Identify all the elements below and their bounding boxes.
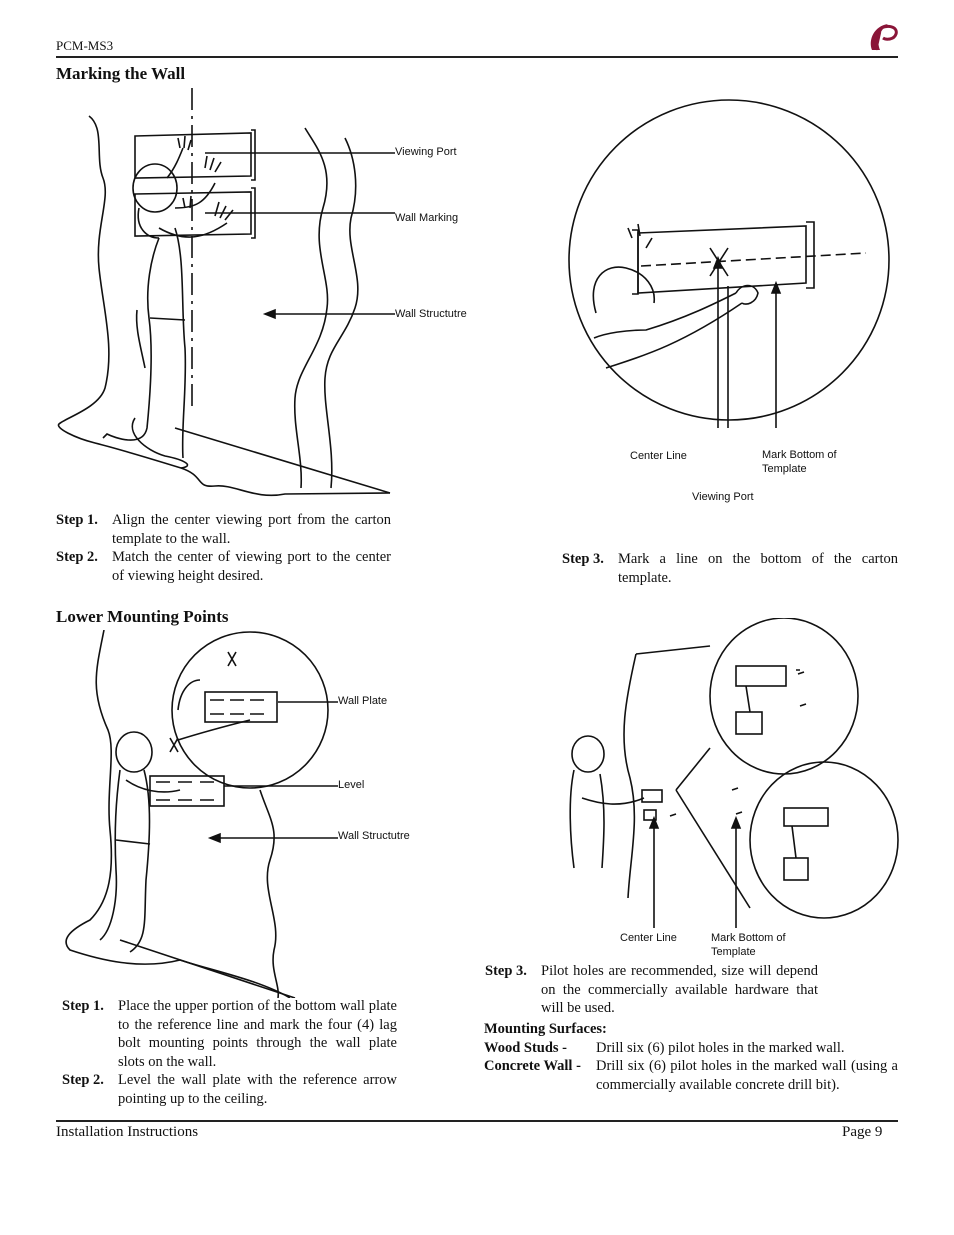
page-number: Page 9 [842,1124,883,1140]
label-center-line-2: Center Line [620,932,677,944]
figure-person-holding-template [57,88,395,497]
label-wall-marking: Wall Marking [395,212,459,224]
marking-left-steps: Step 1. Align the center viewing port fro… [56,511,391,585]
figure-marking-detail-circle [568,99,890,428]
step-key: Step 3. [485,963,527,979]
lower-right-steps: Step 3. Pilot holes are recommended, size… [485,962,818,1018]
label-viewing-port: Viewing Port [395,146,457,158]
crescent-p-logo-icon [870,24,898,51]
step-row: Step 3. Mark a line on the bottom of the … [562,550,898,587]
label-wall-structure: Wall Structutre [395,308,467,320]
footer-rule [56,1120,898,1122]
label-level: Level [338,779,365,791]
figure-wall-plate-placement [65,630,338,998]
mounting-item: Wood Studs - Drill six (6) pilot holes in… [484,1039,898,1058]
step-row: Step 2. Match the center of viewing port … [56,548,391,585]
mounting-text: Drill six (6) pilot holes in the marked … [596,1058,898,1093]
step-row: Step 1. Align the center viewing port fro… [56,511,391,548]
step-text: Level the wall plate with the reference … [118,1072,397,1107]
label-wall-plate: Wall Plate [338,695,388,707]
lower-left-steps: Step 1. Place the upper portion of the bo… [62,997,397,1108]
figure-drilling-pilot-holes [569,618,899,928]
section-title-marking: Marking the Wall [56,64,186,83]
step-key: Step 1. [62,998,104,1014]
mounting-key: Wood Studs - [484,1039,568,1056]
step-text: Pilot holes are recommended, size will d… [541,963,818,1016]
section-title-lower: Lower Mounting Points [56,607,229,626]
step-key: Step 1. [56,512,98,528]
model-number: PCM-MS3 [56,38,114,53]
step-text: Mark a line on the bottom of the carton … [618,551,898,586]
step-text: Match the center of viewing port to the … [112,549,391,584]
step-key: Step 2. [62,1072,104,1088]
mounting-key: Concrete Wall - [484,1058,581,1074]
step-key: Step 2. [56,549,98,565]
step-text: Place the upper portion of the bottom wa… [118,998,397,1070]
label-mark-bottom: Mark Bottom of Template [762,449,837,475]
label-wall-structure-2: Wall Structutre [338,830,410,842]
label-viewing-port-2: Viewing Port [692,491,754,503]
step-row: Step 3. Pilot holes are recommended, size… [485,962,818,1018]
footer-title: Installation Instructions [56,1124,199,1140]
step-key: Step 3. [562,551,604,567]
step-row: Step 2. Level the wall plate with the ref… [62,1071,397,1108]
step-text: Align the center viewing port from the c… [112,512,391,547]
mounting-text: Drill six (6) pilot holes in the marked … [596,1039,845,1056]
mounting-surfaces-title: Mounting Surfaces: [484,1021,607,1037]
step-row: Step 1. Place the upper portion of the bo… [62,997,397,1071]
label-mark-bottom-2: Mark Bottom of Template [711,932,786,958]
header-rule [56,56,898,58]
mounting-item: Concrete Wall - Drill six (6) pilot holes… [484,1057,898,1094]
label-center-line: Center Line [630,450,687,462]
mounting-surfaces: Mounting Surfaces: Wood Studs - Drill six… [484,1020,898,1094]
marking-right-steps: Step 3. Mark a line on the bottom of the … [562,550,898,587]
